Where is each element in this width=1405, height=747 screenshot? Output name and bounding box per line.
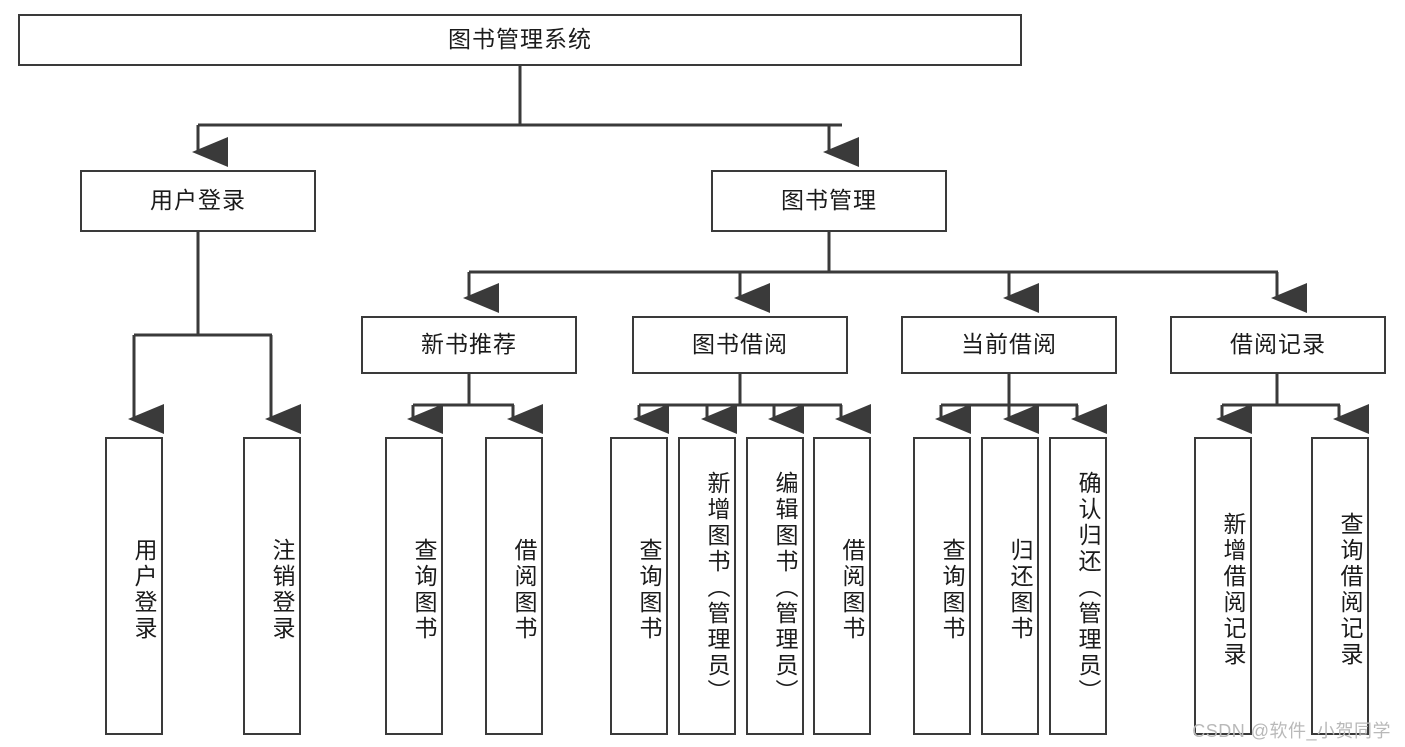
node-label: 注销登录 [269, 538, 295, 642]
node-label: 编辑图书（管理员） [772, 471, 798, 705]
node-label: 借阅图书 [511, 538, 537, 642]
node-label: 图书管理系统 [448, 26, 592, 53]
leaf-current-borrow-return-books[interactable]: 归还图书 [981, 437, 1039, 735]
leaf-current-borrow-query-books[interactable]: 查询图书 [913, 437, 971, 735]
node-label: 查询图书 [411, 538, 437, 642]
connector-currentborrow-to-leaves [935, 374, 1107, 434]
leaf-borrow-record-query-record[interactable]: 查询借阅记录 [1311, 437, 1369, 735]
leaf-current-borrow-confirm-return-admin[interactable]: 确认归还（管理员） [1049, 437, 1107, 735]
leaf-book-borrow-edit-book-admin[interactable]: 编辑图书（管理员） [746, 437, 804, 735]
connector-borrowrecord-to-leaves [1216, 374, 1369, 434]
node-label: 借阅记录 [1230, 331, 1326, 358]
node-label: 查询图书 [636, 538, 662, 642]
node-book-borrow[interactable]: 图书借阅 [632, 316, 848, 374]
node-label: 图书管理 [781, 187, 877, 214]
node-label: 查询图书 [939, 538, 965, 642]
node-label: 借阅图书 [839, 538, 865, 642]
node-label: 查询借阅记录 [1337, 512, 1363, 668]
node-label: 新书推荐 [421, 331, 517, 358]
connector-root-to-level2 [192, 66, 859, 167]
node-book-management[interactable]: 图书管理 [711, 170, 947, 232]
leaf-book-borrow-query-books[interactable]: 查询图书 [610, 437, 668, 735]
node-borrow-record[interactable]: 借阅记录 [1170, 316, 1386, 374]
node-label: 用户登录 [131, 538, 157, 642]
leaf-user-login-logout[interactable]: 注销登录 [243, 437, 301, 735]
leaf-book-borrow-borrow-books[interactable]: 借阅图书 [813, 437, 871, 735]
node-root-book-management-system[interactable]: 图书管理系统 [18, 14, 1022, 66]
node-label: 新增借阅记录 [1220, 512, 1246, 668]
node-user-login[interactable]: 用户登录 [80, 170, 316, 232]
node-new-book-recommend[interactable]: 新书推荐 [361, 316, 577, 374]
leaf-user-login-login[interactable]: 用户登录 [105, 437, 163, 735]
leaf-book-borrow-add-book-admin[interactable]: 新增图书（管理员） [678, 437, 736, 735]
node-current-borrow[interactable]: 当前借阅 [901, 316, 1117, 374]
node-label: 当前借阅 [961, 331, 1057, 358]
leaf-new-book-borrow-books[interactable]: 借阅图书 [485, 437, 543, 735]
connector-bookborrow-to-leaves [633, 374, 871, 434]
connector-userlogin-to-leaves [128, 232, 301, 434]
connector-newbook-to-leaves [407, 374, 543, 434]
node-label: 归还图书 [1007, 538, 1033, 642]
node-label: 图书借阅 [692, 331, 788, 358]
connector-bookmgmt-to-level3 [463, 232, 1307, 313]
node-label: 新增图书（管理员） [704, 471, 730, 705]
leaf-new-book-query-books[interactable]: 查询图书 [385, 437, 443, 735]
node-label: 确认归还（管理员） [1075, 471, 1101, 705]
node-label: 用户登录 [150, 187, 246, 214]
leaf-borrow-record-add-record[interactable]: 新增借阅记录 [1194, 437, 1252, 735]
